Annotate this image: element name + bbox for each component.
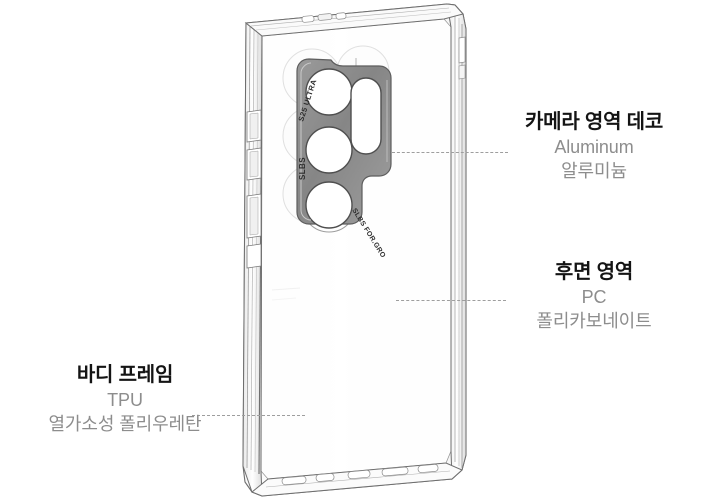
callout-body-frame: 바디 프레임 TPU 열가소성 폴리우레탄 (0, 363, 250, 436)
case-top-rim (244, 3, 464, 37)
case-body: S25 ULTRA SLBS SLBS FOR.GRO (242, 3, 467, 497)
callout-camera-deco: 카메라 영역 데코 Aluminum 알루미늄 (469, 110, 719, 183)
callout-camera-title: 카메라 영역 데코 (524, 111, 664, 133)
leader-line-camera (392, 152, 508, 153)
surface-reflections (271, 287, 301, 301)
callout-camera-material-ko: 알루미늄 (561, 160, 627, 181)
leader-line-back (396, 300, 506, 301)
callout-camera-material-en: Aluminum (554, 136, 634, 157)
camera-deco-plate: S25 ULTRA SLBS SLBS FOR.GRO (296, 58, 392, 260)
camera-region: S25 ULTRA SLBS SLBS FOR.GRO (282, 45, 392, 260)
deco-engraving-middle: SLBS (298, 157, 307, 180)
right-side-cutout (458, 36, 466, 80)
callout-back-material-ko: 폴리카보네이트 (536, 310, 652, 331)
leader-line-frame (192, 415, 305, 416)
callout-back-material-en: PC (581, 286, 607, 307)
callout-frame-material-ko: 열가소성 폴리우레탄 (48, 413, 202, 434)
side-button-cutouts (246, 109, 262, 269)
callout-frame-material-en: TPU (107, 389, 143, 410)
case-bottom-rim (251, 462, 463, 497)
callout-frame-title: 바디 프레임 (76, 364, 174, 386)
callout-back-area: 후면 영역 PC 폴리카보네이트 (469, 260, 719, 333)
callout-back-title: 후면 영역 (554, 261, 634, 283)
